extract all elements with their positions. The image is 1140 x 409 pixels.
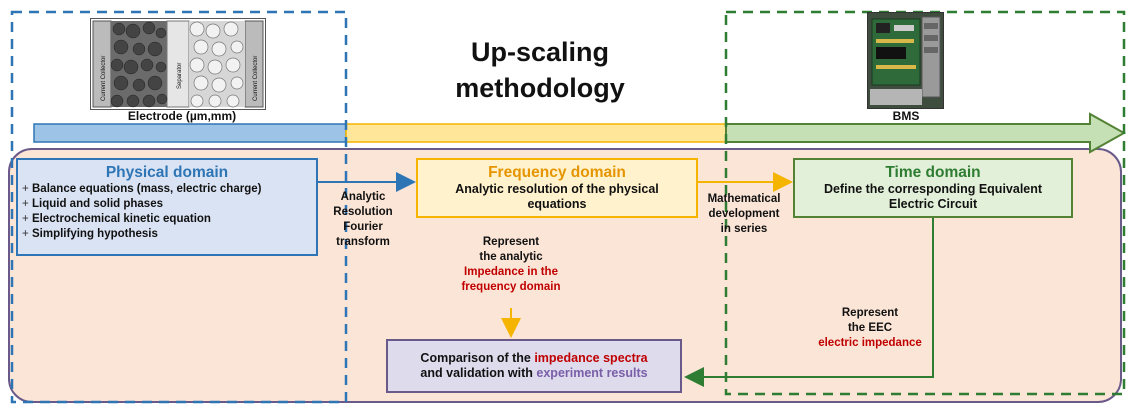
scale-bar-yellow: [345, 123, 727, 143]
frequency-domain-box: Frequency domain Analytic resolution of …: [416, 158, 698, 218]
page-title: Up-scaling methodology: [400, 34, 680, 106]
math-development-label: Mathematical development in series: [707, 193, 781, 235]
frequency-domain-text: Analytic resolution of the physical equa…: [455, 182, 659, 211]
represent-eec-label: Represent the EEC electric impedance: [818, 307, 922, 349]
bullet-mark: +: [22, 198, 29, 210]
physical-item: +Balance equations (mass, electric charg…: [22, 183, 262, 195]
bms-image: [867, 12, 944, 109]
time-domain-box: Time domain Define the corresponding Equ…: [793, 158, 1073, 218]
bms-board-graphic: [868, 13, 943, 108]
time-domain-title: Time domain: [885, 164, 981, 181]
physical-domain-title: Physical domain: [105, 164, 229, 181]
comparison-box: Comparison of the impedance spectra and …: [386, 339, 682, 393]
frequency-domain-title: Frequency domain: [488, 164, 626, 181]
title-line-1: Up-scaling: [470, 37, 610, 67]
time-domain-text: Define the corresponding Equivalent Elec…: [823, 182, 1043, 211]
bullet-mark: +: [22, 228, 29, 240]
analytic-resolution-label: Analytic Resolution Fourier transform: [333, 191, 393, 248]
electrode-dashed-frame: [10, 10, 348, 404]
bms-label: BMS: [892, 109, 920, 123]
electrode-image: Current Collector Separator Current Coll…: [90, 18, 266, 110]
right-collector-label: Current Collector: [253, 56, 259, 101]
physical-domain-box: Physical domain +Balance equations (mass…: [16, 158, 318, 256]
comparison-line-1: Comparison of the impedance spectra: [420, 351, 648, 365]
bullet-mark: +: [22, 183, 29, 195]
represent-frequency-label: Represent the analytic Impedance in the …: [461, 236, 561, 293]
scale-bar-blue: [33, 123, 347, 143]
physical-item: +Liquid and solid phases: [22, 198, 163, 210]
bullet-mark: +: [22, 213, 29, 225]
physical-item: +Simplifying hypothesis: [22, 228, 158, 240]
scale-bar-green: [725, 112, 1127, 154]
comparison-line-2: and validation with experiment results: [420, 366, 648, 380]
left-collector-label: Current Collector: [101, 56, 107, 101]
separator-label: Separator: [177, 63, 183, 89]
bms-dashed-frame: [724, 10, 1126, 396]
title-line-2: methodology: [455, 73, 625, 103]
arrow-time-to-comparison: [684, 218, 934, 387]
electrode-label: Electrode (µm,mm): [127, 109, 237, 123]
physical-item: +Electrochemical kinetic equation: [22, 213, 211, 225]
electrode-diagram: Current Collector Separator Current Coll…: [92, 20, 264, 108]
